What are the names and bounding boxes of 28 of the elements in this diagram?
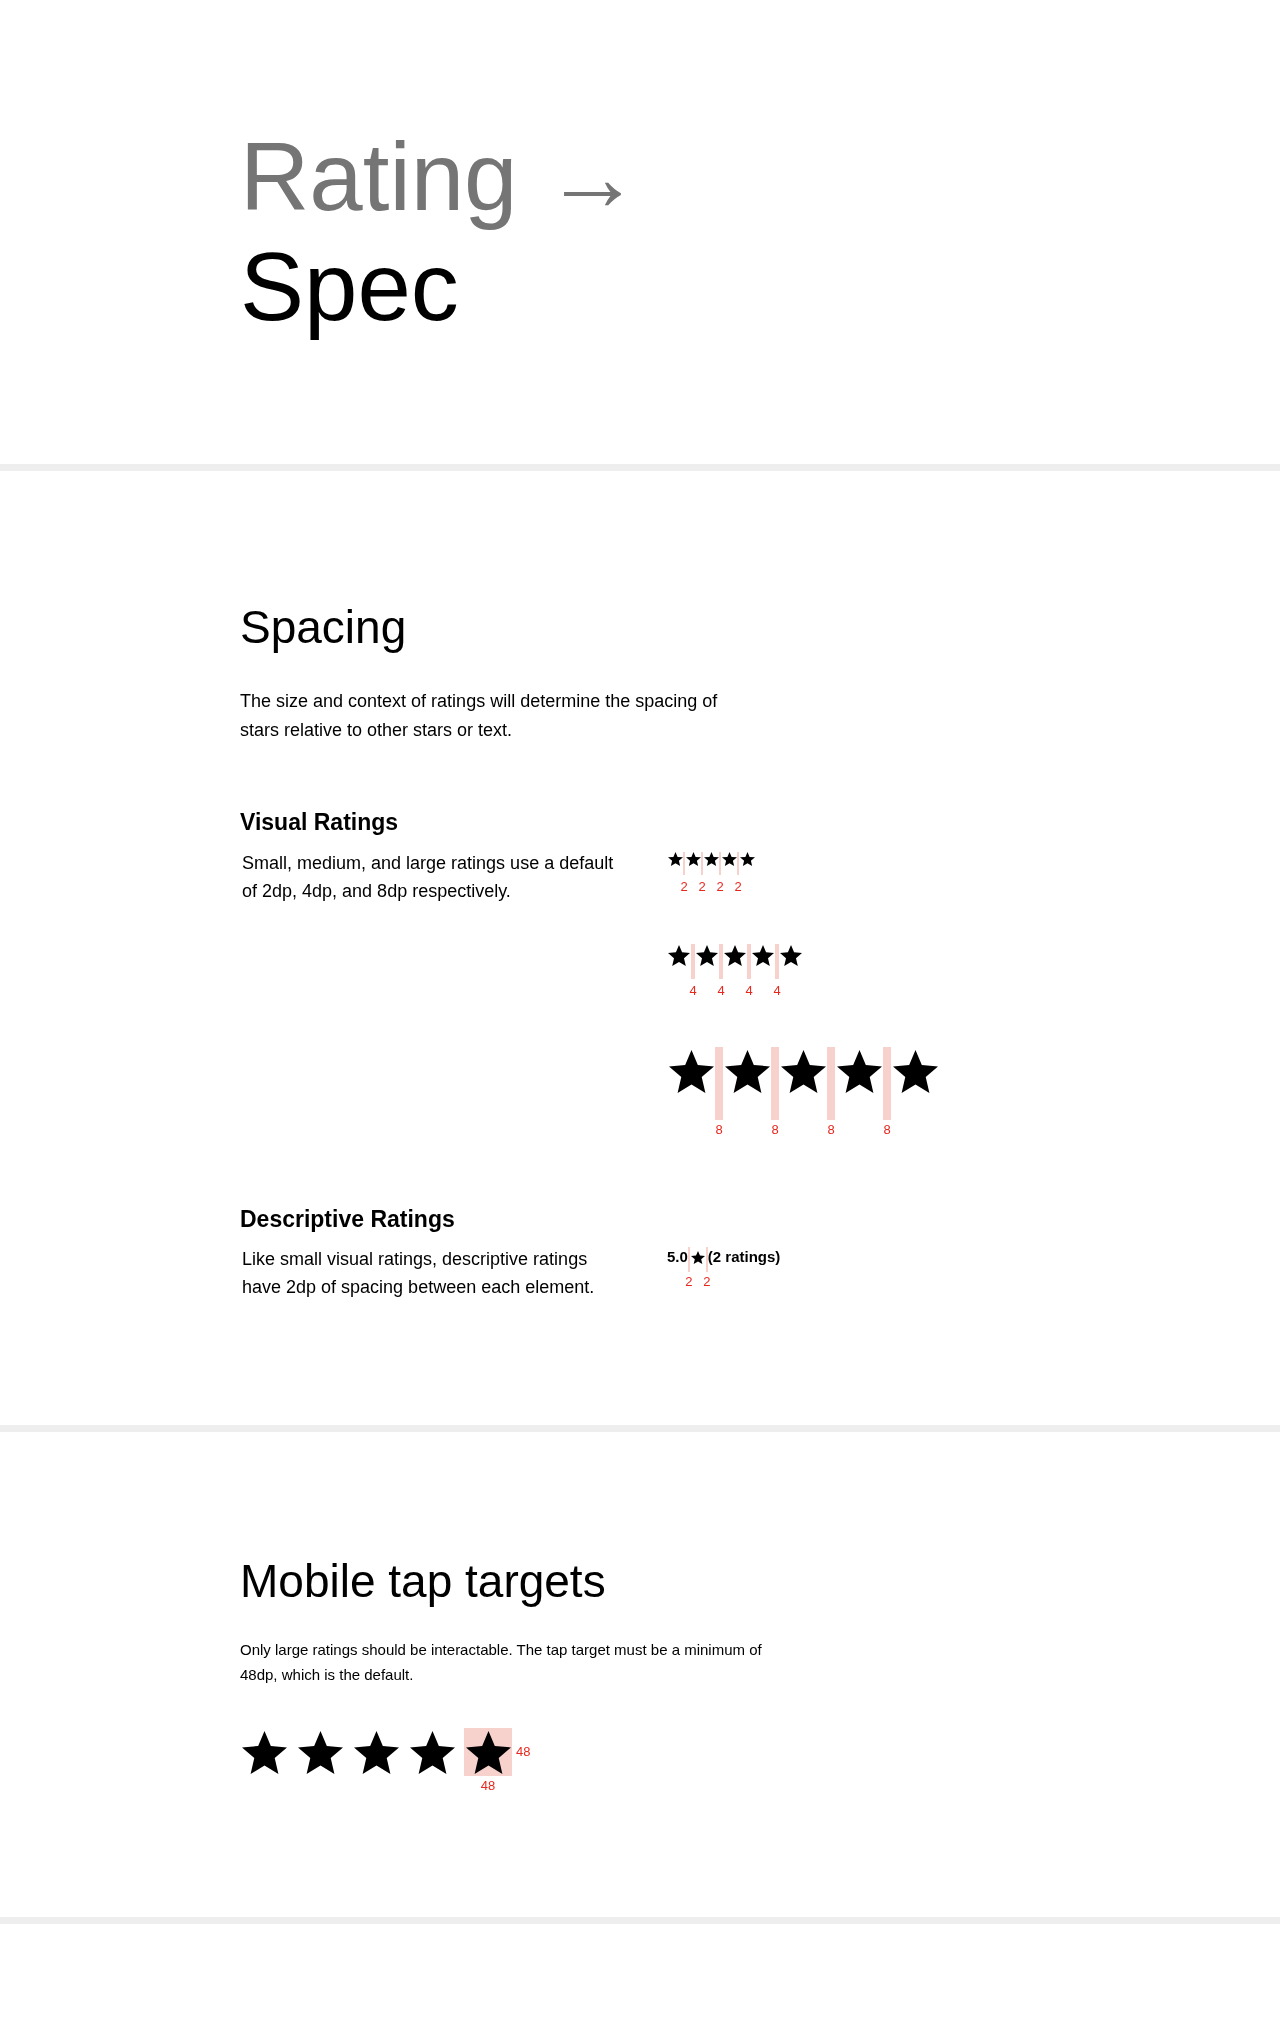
dimension-label: 2 — [680, 880, 688, 894]
rating-value: 5.0 — [667, 1248, 688, 1266]
dimension-label: 8 — [771, 1123, 779, 1137]
dimension-label: 4 — [745, 984, 753, 998]
section-description: Only large ratings should be interactable. The tap target must be a minimum of 48dp, which is the default. — [240, 1640, 763, 1685]
dimension-label: 48 — [516, 1745, 531, 1759]
subsection-description: Like small visual ratings, descriptive ratings have 2dp of spacing between each element. — [242, 1248, 596, 1299]
dimension-label: 8 — [827, 1123, 835, 1137]
subsection-description: Small, medium, and large ratings use a default of 2dp, 4dp, and 8dp respectively. — [242, 852, 615, 903]
page-title: Spec — [240, 232, 459, 342]
section-description: The size and context of ratings will determine the spacing of stars relative to other stars or text. — [240, 690, 719, 742]
dimension-label: 2 — [716, 880, 724, 894]
dimension-label: 2 — [685, 1275, 693, 1289]
dimension-label: 2 — [734, 880, 742, 894]
dimension-label: 8 — [715, 1123, 723, 1137]
dimension-label: 8 — [883, 1123, 891, 1137]
dimension-label: 4 — [717, 984, 725, 998]
dimension-label: 4 — [773, 984, 781, 998]
subsection-heading: Descriptive Ratings — [240, 1205, 455, 1233]
subsection-heading: Visual Ratings — [240, 808, 399, 836]
dimension-label: 2 — [703, 1275, 711, 1289]
rating-count: (2 ratings) — [707, 1248, 781, 1266]
dimension-label: 48 — [480, 1779, 496, 1793]
section-heading: Spacing — [240, 600, 407, 655]
dimension-label: 4 — [689, 984, 697, 998]
section-heading: Mobile tap targets — [240, 1554, 606, 1609]
dimension-label: 2 — [698, 880, 706, 894]
breadcrumb-title: Rating → — [240, 122, 641, 232]
